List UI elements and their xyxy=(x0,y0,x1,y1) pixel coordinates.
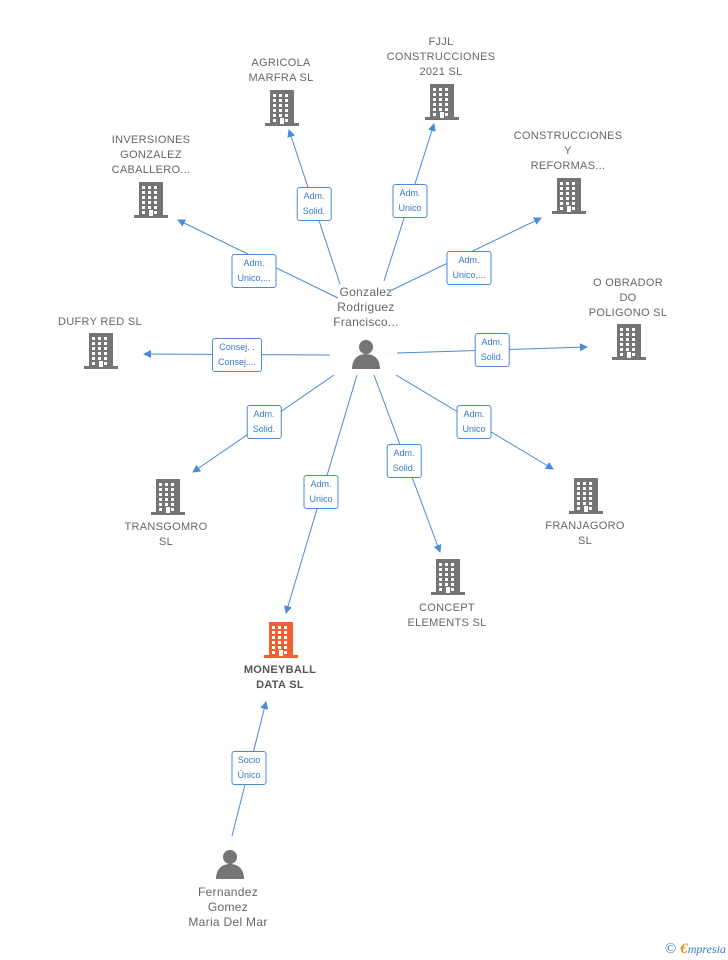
person-name-line: Fernandez xyxy=(197,885,259,899)
building-icon[interactable] xyxy=(134,182,168,218)
company-name-line: 2021 SL xyxy=(419,66,463,78)
company-name-line: MONEYBALL xyxy=(243,664,317,676)
person-name-line: Gonzalez xyxy=(339,285,393,299)
relation-label-line: Adm. xyxy=(458,255,480,265)
relation-label-line: Adm. xyxy=(253,409,275,419)
relation-label[interactable]: Adm. Unico xyxy=(456,405,492,439)
company-name-line: REFORMAS... xyxy=(530,160,606,172)
relation-label-line: Adm. xyxy=(481,337,503,347)
relation-label-line: Consej. . xyxy=(219,342,255,352)
company-name-line: AGRICOLA xyxy=(251,57,311,69)
person-name-line: Gomez xyxy=(207,900,249,914)
relation-label[interactable]: Adm. Unico xyxy=(303,475,339,509)
relation-label-line: Adm. xyxy=(310,479,332,489)
company-name[interactable]: CONCEPT ELEMENTS SL xyxy=(407,601,486,631)
company-name-line: GONZALEZ xyxy=(120,149,182,161)
relation-label[interactable]: Adm. Solid. xyxy=(296,187,332,221)
company-name-line: Y xyxy=(564,145,572,157)
company-name[interactable]: TRANSGOMRO SL xyxy=(124,520,207,550)
relation-label[interactable]: Adm. Unico xyxy=(392,184,428,218)
building-icon[interactable] xyxy=(431,559,465,595)
relation-label-line: Unico xyxy=(398,203,422,213)
relation-label-line: Solid. xyxy=(252,424,276,434)
company-name-line: CONSTRUCCIONES xyxy=(386,51,496,63)
company-name-line: POLIGONO SL xyxy=(588,307,668,319)
company-name-line: SL xyxy=(158,536,174,548)
building-icon[interactable] xyxy=(425,84,459,120)
company-name-line: TRANSGOMRO xyxy=(124,521,208,533)
person-name-line: Rodriguez xyxy=(337,300,395,314)
company-name-line: SL xyxy=(577,535,593,547)
company-name[interactable]: CONSTRUCCIONES Y REFORMAS... xyxy=(514,129,623,174)
person-name-line: Maria Del Mar xyxy=(188,915,268,929)
company-name-line: DO xyxy=(619,292,637,304)
company-name-line: O OBRADOR xyxy=(593,277,663,289)
building-icon[interactable] xyxy=(612,324,646,360)
relation-label-line: Unico xyxy=(309,494,333,504)
company-name-line: INVERSIONES xyxy=(111,134,191,146)
company-name-line: DUFRY RED SL xyxy=(58,316,142,328)
relation-label[interactable]: Adm. Unico,... xyxy=(231,254,277,288)
company-name-line: MARFRA SL xyxy=(248,72,314,84)
highlighted-building-icon[interactable] xyxy=(264,622,298,658)
relation-label-line: Socio xyxy=(237,755,261,765)
relation-label[interactable]: Adm. Solid. xyxy=(246,405,282,439)
company-name[interactable]: DUFRY RED SL xyxy=(58,315,142,330)
building-icon[interactable] xyxy=(552,178,586,214)
building-icon[interactable] xyxy=(151,479,185,515)
relation-label-line: Único xyxy=(237,770,261,780)
company-name-line: CONSTRUCCIONES xyxy=(513,130,623,142)
relation-label-line: Adm. xyxy=(303,191,325,201)
relation-label-line: Adm. xyxy=(393,448,415,458)
relation-label-line: Unico,... xyxy=(237,273,271,283)
company-name[interactable]: O OBRADOR DO POLIGONO SL xyxy=(589,276,668,321)
company-name[interactable]: FJJL CONSTRUCCIONES 2021 SL xyxy=(387,35,496,80)
relation-label-line: Unico xyxy=(462,424,486,434)
building-icon[interactable] xyxy=(569,478,603,514)
company-name-line: ELEMENTS SL xyxy=(407,617,487,629)
company-name[interactable]: INVERSIONES GONZALEZ CABALLERO... xyxy=(112,133,191,178)
relation-label[interactable]: Adm. Solid. xyxy=(386,444,422,478)
building-icon[interactable] xyxy=(265,90,299,126)
relation-label-line: Solid. xyxy=(480,352,504,362)
company-name-line: CABALLERO... xyxy=(111,164,191,176)
relation-label-line: Solid. xyxy=(302,206,326,216)
building-icon[interactable] xyxy=(84,333,118,369)
relation-label[interactable]: Adm. Unico,... xyxy=(446,251,492,285)
relation-label[interactable]: Adm. Solid. xyxy=(474,333,510,367)
relation-label-line: Adm. xyxy=(463,409,485,419)
company-name[interactable]: FRANJAGORO SL xyxy=(545,519,624,549)
company-name-line: FJJL xyxy=(428,36,454,48)
company-name-line: FRANJAGORO xyxy=(545,520,625,532)
relation-label-line: Unico,... xyxy=(452,270,486,280)
empresia-logo: ©€mpresia xyxy=(664,941,726,957)
relation-label[interactable]: Consej. . Consej.... xyxy=(211,338,263,372)
relation-label-line: Solid. xyxy=(392,463,416,473)
company-name[interactable]: MONEYBALL DATA SL xyxy=(244,663,316,693)
person-icon[interactable] xyxy=(351,339,381,369)
relation-label-line: Adm. xyxy=(243,258,265,268)
relation-label-line: Consej.... xyxy=(217,357,257,367)
relation-label-line: Adm. xyxy=(399,188,421,198)
person-icon[interactable] xyxy=(215,849,245,879)
company-name-line: DATA SL xyxy=(256,679,304,691)
person-name-line: Francisco... xyxy=(333,315,399,329)
company-name[interactable]: AGRICOLA MARFRA SL xyxy=(248,56,313,86)
company-name-line: CONCEPT xyxy=(419,602,475,614)
